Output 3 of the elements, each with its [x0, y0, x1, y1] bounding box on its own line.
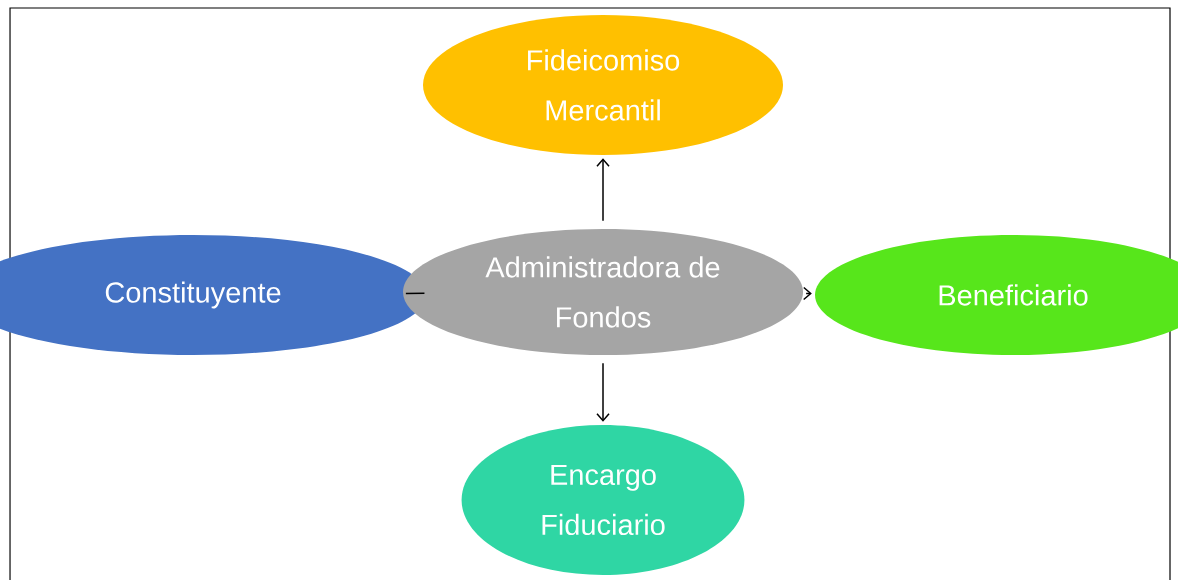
connector-line	[405, 292, 426, 295]
arrow	[596, 362, 610, 422]
arrow	[596, 158, 610, 222]
